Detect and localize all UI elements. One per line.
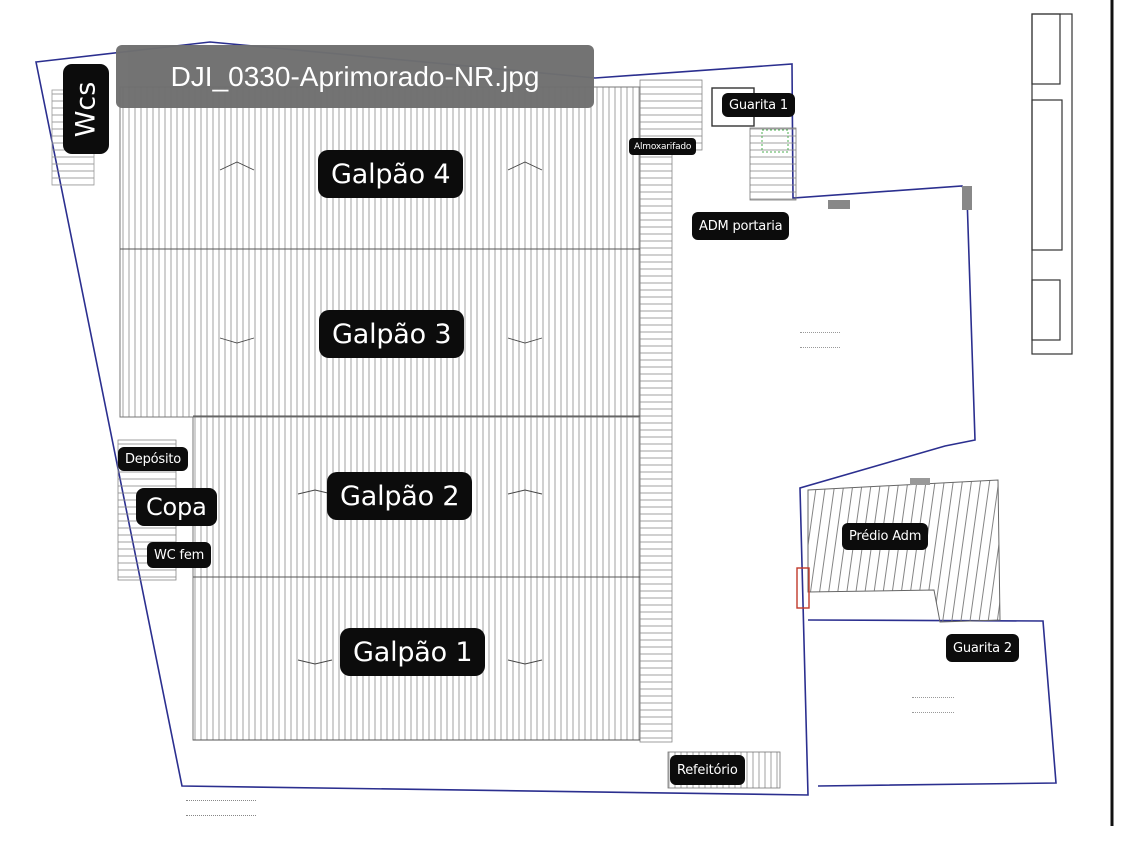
label-guarita-2: Guarita 2 — [946, 634, 1019, 662]
ridge-markers — [219, 161, 543, 665]
warehouse-roof — [119, 86, 641, 418]
file-name-badge: DJI_0330-Aprimorado-NR.jpg — [116, 45, 594, 108]
label-wcs: Wcs — [63, 64, 109, 154]
red-stairs — [796, 567, 810, 609]
plan-note-3 — [186, 800, 256, 816]
predio-adm-block — [807, 479, 1001, 623]
gray-marker-2 — [962, 186, 972, 210]
green-marker — [761, 129, 789, 153]
side-sheet — [1031, 13, 1073, 355]
label-galpao-2: Galpão 2 — [327, 472, 473, 520]
plan-note-1 — [800, 332, 840, 348]
label-guarita-1: Guarita 1 — [722, 93, 795, 117]
label-galpao-3: Galpão 3 — [319, 310, 465, 358]
side-strip — [639, 149, 673, 743]
label-refeitorio: Refeitório — [670, 755, 745, 785]
warehouse-roof-lower — [192, 416, 641, 741]
label-deposito: Depósito — [118, 447, 189, 471]
label-galpao-4: Galpão 4 — [318, 150, 464, 198]
label-galpao-1: Galpão 1 — [340, 628, 486, 676]
label-wcs-text: Wcs — [70, 81, 102, 137]
lower-right-boundary — [807, 619, 1057, 787]
label-almoxarifado: Almoxarifado — [629, 138, 697, 155]
label-wc-fem: WC fem — [147, 542, 212, 568]
gray-marker-1 — [828, 200, 850, 209]
plan-note-2 — [912, 697, 954, 713]
gray-marker-3 — [910, 478, 930, 485]
label-copa: Copa — [136, 488, 217, 526]
stairs-block — [749, 127, 797, 201]
label-predio-adm: Prédio Adm — [842, 523, 929, 550]
label-adm-portaria: ADM portaria — [692, 212, 790, 240]
